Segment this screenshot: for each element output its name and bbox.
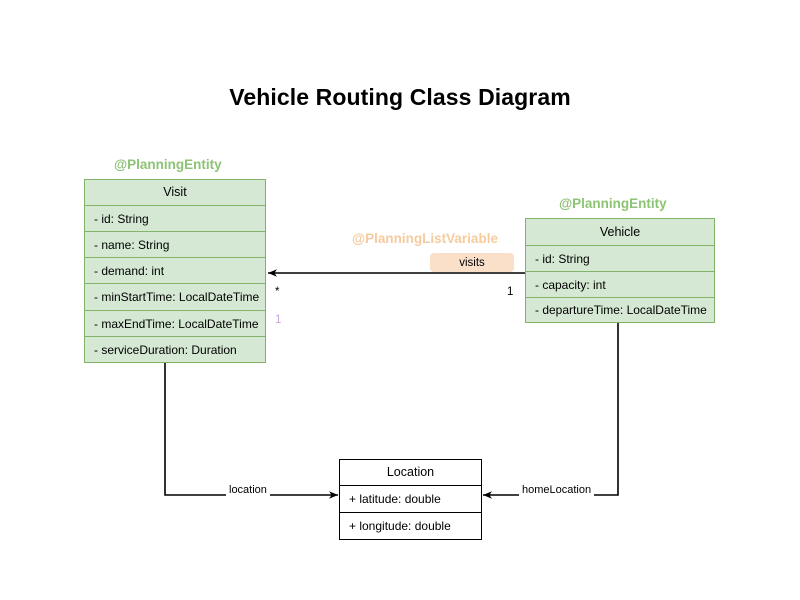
multiplicity-visits-source: 1 xyxy=(507,286,514,298)
page-title: Vehicle Routing Class Diagram xyxy=(229,84,571,110)
class-attribute: - id: String xyxy=(84,205,266,231)
class-name-visit: Visit xyxy=(84,179,266,205)
edge-label-homelocation: homeLocation xyxy=(519,485,595,496)
class-name-location: Location xyxy=(339,459,482,485)
annotation-planning-entity-vehicle: @PlanningEntity xyxy=(559,196,667,211)
multiplicity-location-source: 1 xyxy=(275,314,282,326)
annotation-planning-list-variable: @PlanningListVariable xyxy=(352,231,498,246)
class-box-vehicle[interactable]: Vehicle - id: String - capacity: int - d… xyxy=(525,218,715,323)
class-attribute: - id: String xyxy=(525,245,715,271)
class-name-vehicle: Vehicle xyxy=(525,218,715,245)
class-box-location[interactable]: Location + latitude: double + longitude:… xyxy=(339,459,482,540)
connector-visit-location xyxy=(164,363,338,499)
class-attribute: - capacity: int xyxy=(525,271,715,297)
multiplicity-visits-target: * xyxy=(275,286,280,298)
class-box-visit[interactable]: Visit - id: String - name: String - dema… xyxy=(84,179,266,363)
annotation-planning-entity-visit: @PlanningEntity xyxy=(114,157,222,172)
edge-label-location: location xyxy=(226,485,270,496)
edge-label-visits: visits xyxy=(430,253,514,272)
connector-vehicle-homelocation xyxy=(483,323,619,499)
class-attribute: + latitude: double xyxy=(339,485,482,512)
class-attribute: - maxEndTime: LocalDateTime xyxy=(84,310,266,336)
class-attribute: - serviceDuration: Duration xyxy=(84,336,266,363)
class-attribute: - departureTime: LocalDateTime xyxy=(525,297,715,323)
class-attribute: - demand: int xyxy=(84,257,266,283)
class-attribute: + longitude: double xyxy=(339,512,482,540)
class-attribute: - minStartTime: LocalDateTime xyxy=(84,283,266,310)
class-attribute: - name: String xyxy=(84,231,266,257)
